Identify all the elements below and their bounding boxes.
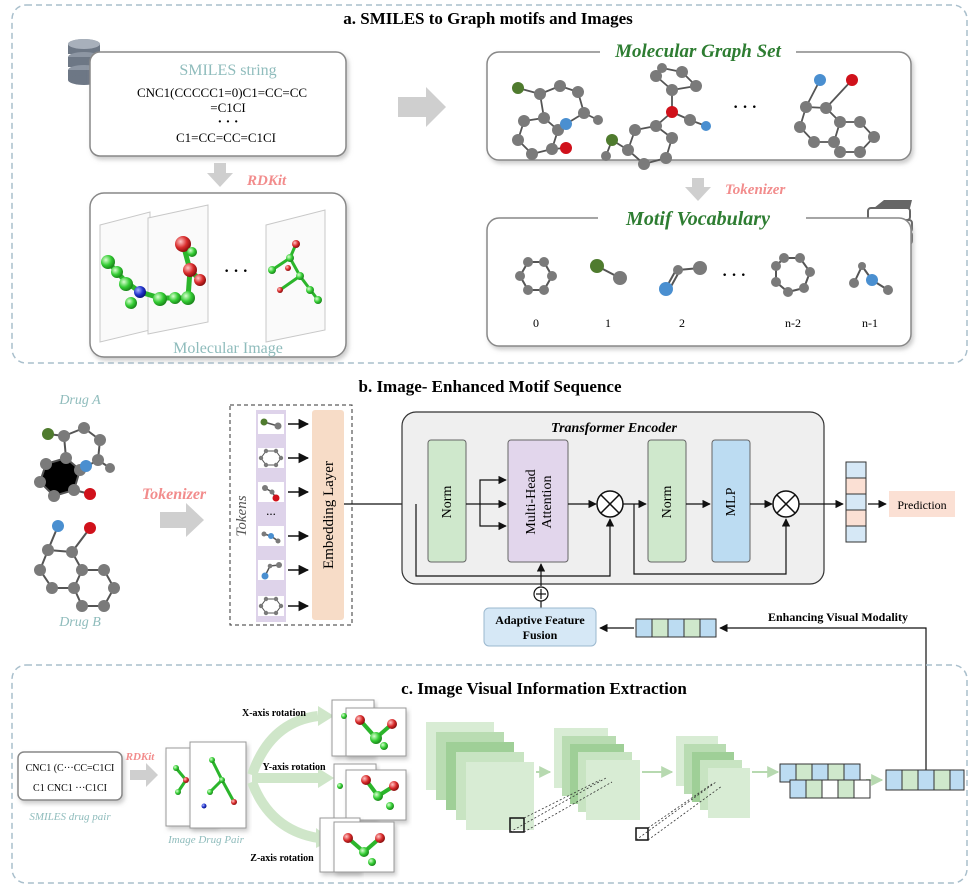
graph-set-label: Molecular Graph Set bbox=[614, 41, 781, 62]
enhancing-visual-modality-label: Enhancing Visual Modality bbox=[768, 610, 908, 624]
token-strip bbox=[256, 410, 286, 622]
rdkit-label-a: RDKit bbox=[246, 173, 287, 189]
encoder-title: Transformer Encoder bbox=[551, 421, 677, 436]
drug-b-label: Drug B bbox=[58, 615, 101, 630]
arrow-down-icon bbox=[207, 163, 233, 187]
smiles-box-label: SMILES string bbox=[179, 62, 276, 79]
prediction-label: Prediction bbox=[897, 498, 946, 512]
smiles-ellipsis: · · · bbox=[217, 115, 238, 130]
section-a-frame bbox=[11, 4, 968, 364]
motif-vocabulary-box bbox=[486, 217, 912, 347]
vocab-index-n-2: n-2 bbox=[785, 316, 801, 330]
section-c-frame bbox=[11, 664, 968, 884]
section-a-title: a. SMILES to Graph motifs and Images bbox=[343, 9, 633, 28]
rdkit-label-c: RDKit bbox=[125, 751, 156, 763]
norm-block-1 bbox=[427, 439, 467, 563]
arrow-down-icon bbox=[685, 178, 711, 201]
motif-vocabulary-label: Motif Vocabulary bbox=[625, 208, 770, 230]
cnn-feature-maps bbox=[426, 722, 750, 841]
tokenizer-label-a: Tokenizer bbox=[725, 182, 785, 198]
smiles-pair-line-1: CNC1 (C···CC=C1CI bbox=[26, 763, 115, 774]
smiles-line-2: =C1CI bbox=[210, 100, 246, 115]
arrow-right-icon bbox=[398, 87, 446, 127]
norm-label-1: Norm bbox=[440, 486, 455, 519]
fusion-label-line-1: Adaptive Feature bbox=[495, 613, 585, 627]
section-c-title: c. Image Visual Information Extraction bbox=[401, 679, 687, 698]
mlp-block bbox=[711, 439, 751, 563]
graph-set-atoms bbox=[512, 63, 880, 170]
smiles-box bbox=[89, 51, 347, 157]
vocab-ellipsis: · · · bbox=[722, 267, 746, 284]
arrow-right-icon bbox=[130, 763, 158, 787]
norm-block-2 bbox=[647, 439, 687, 563]
mha-input-arrows bbox=[466, 475, 597, 531]
smiles-pair-box bbox=[17, 751, 123, 801]
smiles-line-3: C1=CC=CC=C1CI bbox=[176, 130, 276, 145]
molecule-3d-images bbox=[99, 204, 326, 343]
drug-a-label: Drug A bbox=[58, 393, 101, 408]
vocab-index-1: 1 bbox=[605, 316, 611, 330]
plus-circle-icon bbox=[533, 586, 549, 602]
section-b-title: b. Image- Enhanced Motif Sequence bbox=[358, 377, 621, 396]
vocab-index-0: 0 bbox=[533, 316, 539, 330]
vocab-index-2: 2 bbox=[679, 316, 685, 330]
z-axis-rotation-label: Z-axis rotation bbox=[250, 853, 314, 864]
tokens-box bbox=[229, 404, 353, 626]
molecular-image-label: Molecular Image bbox=[173, 340, 283, 357]
smiles-pair-line-2: C1 CNC1 ···C1CI bbox=[33, 783, 107, 794]
tokens-label: Tokens bbox=[234, 495, 250, 536]
prediction-box bbox=[889, 491, 955, 517]
smiles-drug-pair-label: SMILES drug pair bbox=[29, 811, 111, 823]
vocab-index-n-1: n-1 bbox=[862, 316, 878, 330]
token-items bbox=[258, 414, 284, 616]
tokenizer-label-b: Tokenizer bbox=[142, 486, 207, 503]
rotated-images bbox=[319, 699, 407, 873]
graph-set-ellipsis: · · · bbox=[733, 99, 757, 116]
visual-feature-vector bbox=[635, 618, 717, 638]
image-box-ellipsis: · · · bbox=[224, 263, 248, 280]
mha-label-line-1: Multi-Head bbox=[524, 469, 539, 534]
image-drug-pair-label: Image Drug Pair bbox=[167, 834, 244, 846]
mha-label-line-2: Attention bbox=[540, 476, 555, 529]
image-drug-pair bbox=[165, 741, 247, 829]
multiply-circle-icon bbox=[772, 490, 800, 518]
output-vector bbox=[845, 461, 867, 543]
fusion-label-line-2: Fusion bbox=[523, 628, 558, 642]
multi-head-attention-block bbox=[507, 439, 569, 563]
drug-a-molecule bbox=[34, 422, 115, 502]
mlp-label: MLP bbox=[724, 487, 739, 516]
token-arrows bbox=[288, 418, 310, 612]
embedding-layer bbox=[312, 410, 344, 620]
adaptive-feature-fusion bbox=[483, 607, 597, 647]
rotation-arrows bbox=[247, 711, 320, 843]
motif-vocab-items bbox=[515, 253, 893, 297]
x-axis-rotation-label: X-axis rotation bbox=[242, 708, 306, 719]
smiles-line-1: CNC1(CCCCC1=0)C1=CC=CC bbox=[137, 85, 307, 100]
drug-b-molecule bbox=[34, 520, 120, 612]
flattened-vectors bbox=[779, 763, 965, 799]
norm-label-2: Norm bbox=[660, 486, 675, 519]
y-axis-rotation-label: Y-axis rotation bbox=[262, 762, 326, 773]
multiply-circle-icon bbox=[596, 490, 624, 518]
arrow-right-icon bbox=[160, 503, 204, 537]
tokens-ellipsis: ... bbox=[266, 503, 276, 518]
embedding-layer-label: Embedding Layer bbox=[321, 461, 337, 569]
